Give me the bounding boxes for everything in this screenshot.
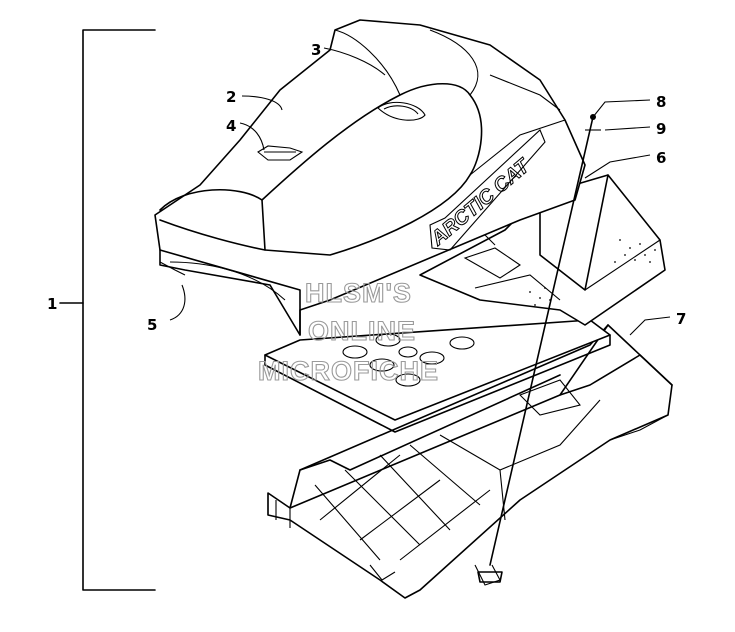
callout-7: 7 [676, 310, 686, 328]
watermark-line-3: MICROFICHE [258, 356, 439, 386]
seat-body-part: ARCTIC CAT [154, 19, 586, 336]
callout-3: 3 [311, 41, 321, 59]
seat-base-board [264, 319, 611, 433]
callout-1: 1 [47, 295, 57, 313]
assembly-bracket [59, 29, 156, 591]
lower-pan-part [267, 324, 673, 599]
watermark-line-2: ONLINE [308, 316, 416, 346]
callout-4: 4 [226, 117, 236, 135]
watermark-line-1: HLSM'S [305, 278, 412, 308]
watermark: HLSM'S ONLINE MICROFICHE [257, 277, 439, 386]
callout-2: 2 [226, 88, 236, 106]
callout-8: 8 [656, 93, 666, 111]
callout-labels: 1 2 3 4 5 6 7 8 9 [47, 41, 686, 334]
callout-5: 5 [147, 316, 157, 334]
callout-9: 9 [656, 120, 666, 138]
callout-6: 6 [656, 149, 666, 167]
leader-lines [169, 47, 671, 336]
